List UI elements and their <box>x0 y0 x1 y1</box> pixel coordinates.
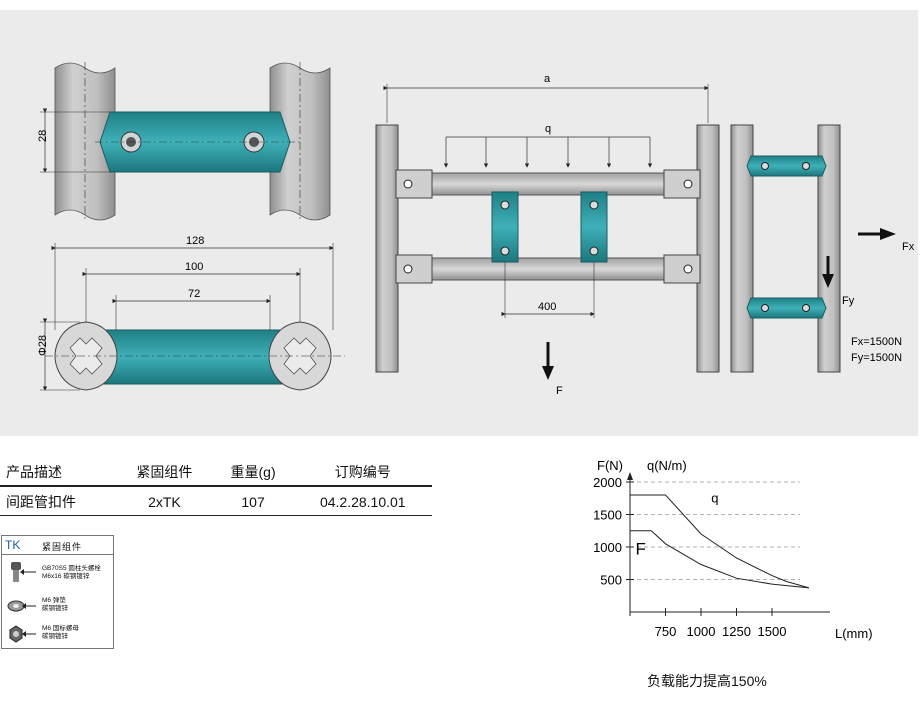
cell-order-number: 04.2.28.10.01 <box>293 486 432 516</box>
frame-side-view: Fx Fy Fx=1500N Fy=1500N <box>730 124 915 373</box>
dim-phi28-label: Φ28 <box>37 335 49 356</box>
table-header-row: 产品描述 紧固组件 重量(g) 订购编号 <box>0 458 432 487</box>
cell-description: 间距管扣件 <box>0 486 117 516</box>
dim-q-label: q <box>545 123 551 135</box>
cell-fastener: 2xTK <box>116 486 213 516</box>
spec-table: 产品描述 紧固组件 重量(g) 订购编号 间距管扣件 2xTK 107 04.2… <box>0 458 432 516</box>
frame-front-view: a q 400 F <box>375 73 720 397</box>
force-fy-value: Fy=1500N <box>851 352 902 364</box>
force-fx-value: Fx=1500N <box>851 336 902 348</box>
col-header-fastener: 紧固组件 <box>116 458 213 487</box>
axes <box>627 472 830 616</box>
y-tick-label: 500 <box>600 573 622 588</box>
x-tick-label: 750 <box>655 624 677 639</box>
load-chart: F(N) q(N/m) L(mm) 500 1000 1500 2000 750 100… <box>585 452 885 652</box>
series-label-q: q <box>711 491 718 506</box>
series-line-q <box>630 494 810 589</box>
kit-item-text: M6 国标螺母碳钢镀锌 <box>42 625 79 640</box>
list-item: M6 国标螺母碳钢镀锌 <box>2 620 113 648</box>
y-axis-label: F(N) <box>597 458 623 473</box>
x-axis-label: L(mm) <box>835 626 873 641</box>
force-F-label: F <box>556 385 563 397</box>
y-ticks: 500 1000 1500 2000 <box>593 475 634 588</box>
dim-28-label: 28 <box>37 130 49 142</box>
y-tick-label: 1500 <box>593 508 622 523</box>
y-tick-label: 1000 <box>593 540 622 555</box>
clamp-top-view: 128 100 72 Φ28 <box>37 235 345 391</box>
kit-code: TK <box>5 538 21 552</box>
kit-title: 紧固组件 <box>42 542 83 552</box>
col-header-description: 产品描述 <box>0 458 117 487</box>
col-header-weight: 重量(g) <box>212 458 294 487</box>
table-row: 间距管扣件 2xTK 107 04.2.28.10.01 <box>0 486 432 516</box>
x-tick-label: 1250 <box>722 624 751 639</box>
x-tick-label: 1000 <box>687 624 716 639</box>
washer-icon <box>7 600 36 612</box>
hex-nut-icon <box>9 625 36 643</box>
series-group: qF <box>630 491 810 589</box>
cell-weight: 107 <box>212 486 294 516</box>
x-tick-label: 1500 <box>758 624 787 639</box>
col-header-order-number: 订购编号 <box>293 458 432 487</box>
dim-128-label: 128 <box>186 235 204 247</box>
technical-drawing-panel: 28 128 100 72 Φ28 <box>0 10 918 436</box>
force-Fx-label: Fx <box>902 241 915 253</box>
y-tick-label: 2000 <box>593 475 622 490</box>
fastener-kit-header: TK 紧固组件 <box>2 536 113 555</box>
y-axis-arrow <box>627 472 633 480</box>
list-item: M6 弹垫碳钢镀锌 <box>2 592 113 620</box>
dim-400-label: 400 <box>538 301 556 313</box>
socket-bolt-icon <box>11 562 36 582</box>
y2-axis-label: q(N/m) <box>647 458 687 473</box>
dim-100-label: 100 <box>185 261 203 273</box>
dim-a-label: a <box>544 73 551 85</box>
dim-72-label: 72 <box>188 288 200 300</box>
force-Fy-label: Fy <box>842 295 855 307</box>
clamp-side-view: 28 <box>37 62 331 222</box>
grid-lines <box>630 481 800 580</box>
chart-caption: 负载能力提高150% <box>647 673 767 689</box>
series-line-F <box>630 530 809 589</box>
x-ticks: 750 1000 1250 1500 <box>655 608 787 639</box>
kit-item-text: M6 弹垫碳钢镀锌 <box>42 597 68 612</box>
series-label-F: F <box>636 540 646 559</box>
